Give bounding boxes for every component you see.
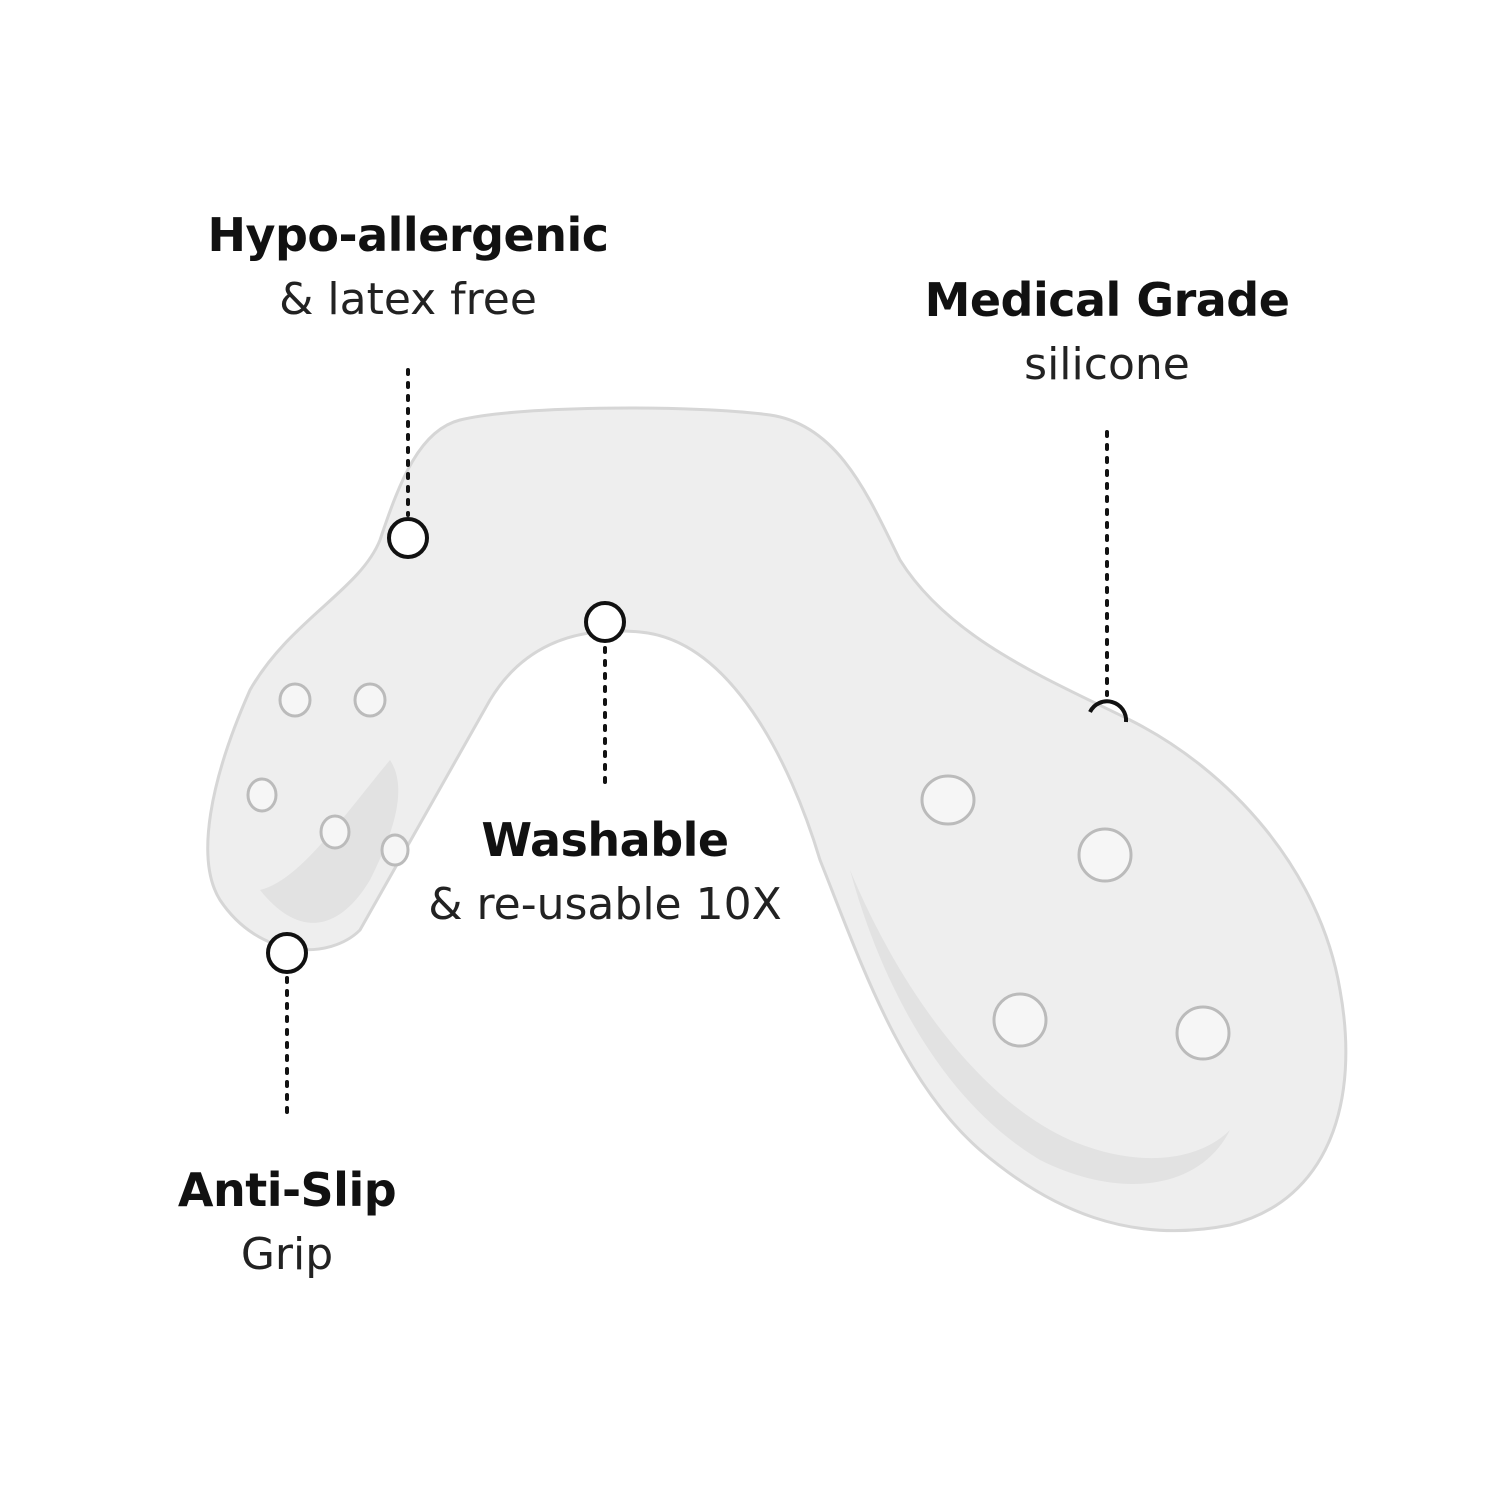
callout-title: Medical Grade [924,273,1290,327]
hypo-marker [387,517,429,559]
callout-title: Washable [481,813,729,867]
antislip-marker [266,932,308,974]
pad-holes [246,682,1231,1061]
callout-subtitle: silicone [1024,339,1190,390]
callout-subtitle: Grip [240,1229,334,1280]
callout-hypo-allergenic: Hypo-allergenic & latex free [208,203,609,333]
callout-medical-grade: Medical Grade silicone [925,268,1290,398]
callout-title: Anti-Slip [177,1163,397,1217]
silicone-nose-pad [206,406,1348,1233]
washable-marker [584,601,626,643]
callout-subtitle: & re-usable 10X [428,879,782,930]
callout-anti-slip: Anti-Slip Grip [177,1158,397,1288]
medical-marker [1088,699,1129,723]
callout-subtitle: & latex free [279,274,537,325]
callout-title: Hypo-allergenic [207,208,609,262]
callout-washable: Washable & re-usable 10X [428,808,781,938]
